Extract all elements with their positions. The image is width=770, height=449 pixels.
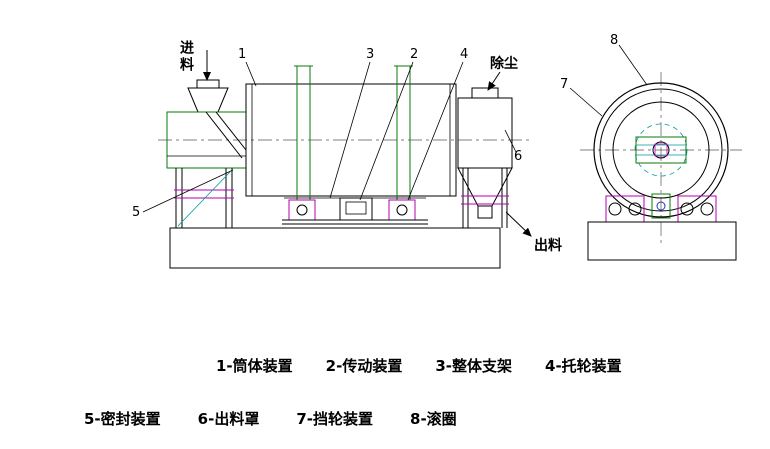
dust-removal-label: 除尘	[490, 56, 518, 72]
support-roller	[396, 204, 408, 216]
end-view	[580, 72, 742, 261]
legend-item-stop-wheel: 7-挡轮装置	[296, 410, 374, 428]
hub-frame	[635, 136, 687, 164]
callout-3: 3	[366, 47, 375, 62]
discharge-label: 出料	[534, 238, 562, 254]
rolling-ring-outer	[593, 82, 729, 218]
feed-pipe	[196, 79, 220, 89]
leg-diagonal-brace	[177, 171, 231, 227]
discharge-hood	[457, 97, 513, 169]
foundation-base	[169, 227, 501, 269]
callout-7: 7	[560, 77, 569, 92]
thrust-roller-block	[651, 193, 671, 219]
roller-assembly-right	[677, 195, 717, 223]
discharge-arrow	[505, 211, 532, 237]
thrust-roller	[656, 201, 666, 211]
leader-5	[142, 169, 234, 213]
drum-shell-circle	[612, 101, 710, 199]
transmission-inner	[345, 201, 367, 215]
leader-6	[504, 129, 517, 153]
callout-8: 8	[610, 33, 619, 48]
legend-row-2: 5-密封装置 6-出料罩 7-挡轮装置 8-滚圈	[0, 408, 770, 429]
leader-2	[359, 61, 414, 201]
feed-hopper	[187, 87, 229, 113]
support-roller-block	[388, 199, 416, 221]
dust-arrow	[487, 71, 501, 91]
feed-chute-line	[215, 111, 247, 151]
legend-item-frame: 3-整体支架	[435, 357, 513, 375]
hub-center-block	[654, 143, 668, 157]
legend-item-roller: 4-托轮装置	[545, 357, 622, 375]
legend-item-drum: 1-筒体装置	[216, 357, 293, 375]
side-view	[158, 65, 530, 269]
callout-leaders	[142, 44, 648, 213]
roller-wheel	[680, 202, 694, 216]
feed-chute-line	[205, 111, 243, 159]
hub-center-circle	[652, 141, 670, 159]
discharge-funnel	[457, 167, 513, 207]
legend-item-ring: 8-滚圈	[410, 410, 457, 428]
callout-2: 2	[410, 47, 419, 62]
support-roller-block	[288, 199, 316, 221]
discharge-outlet	[477, 205, 493, 219]
legend-item-seal: 5-密封装置	[84, 410, 161, 428]
callout-4: 4	[460, 47, 469, 62]
roller-wheel	[700, 202, 714, 216]
leader-1	[245, 61, 257, 87]
flow-arrows	[203, 50, 532, 237]
support-roller	[296, 204, 308, 216]
leader-4	[407, 61, 464, 201]
leader-8	[618, 44, 648, 86]
riding-ring	[296, 65, 311, 201]
callout-5: 5	[132, 205, 141, 220]
legend-item-hood: 6-出料罩	[197, 410, 260, 428]
roller-assembly-left	[605, 195, 645, 223]
roller-wheel	[628, 202, 642, 216]
end-view-base	[587, 221, 737, 261]
leader-7	[569, 87, 603, 117]
legend-item-drive: 2-传动装置	[325, 357, 403, 375]
leader-3	[329, 61, 371, 199]
bolt-circle	[634, 123, 688, 177]
rolling-ring-inner	[599, 88, 723, 212]
hood-top-outlet	[471, 87, 499, 99]
transmission-gearbox	[339, 197, 373, 221]
callout-1: 1	[238, 47, 247, 62]
callout-6: 6	[514, 149, 523, 164]
feed-label: 进料	[178, 40, 194, 74]
roller-wheel	[608, 202, 622, 216]
drum-body	[245, 83, 457, 197]
legend-row-1: 1-筒体装置 2-传动装置 3-整体支架 4-托轮装置	[0, 355, 770, 376]
